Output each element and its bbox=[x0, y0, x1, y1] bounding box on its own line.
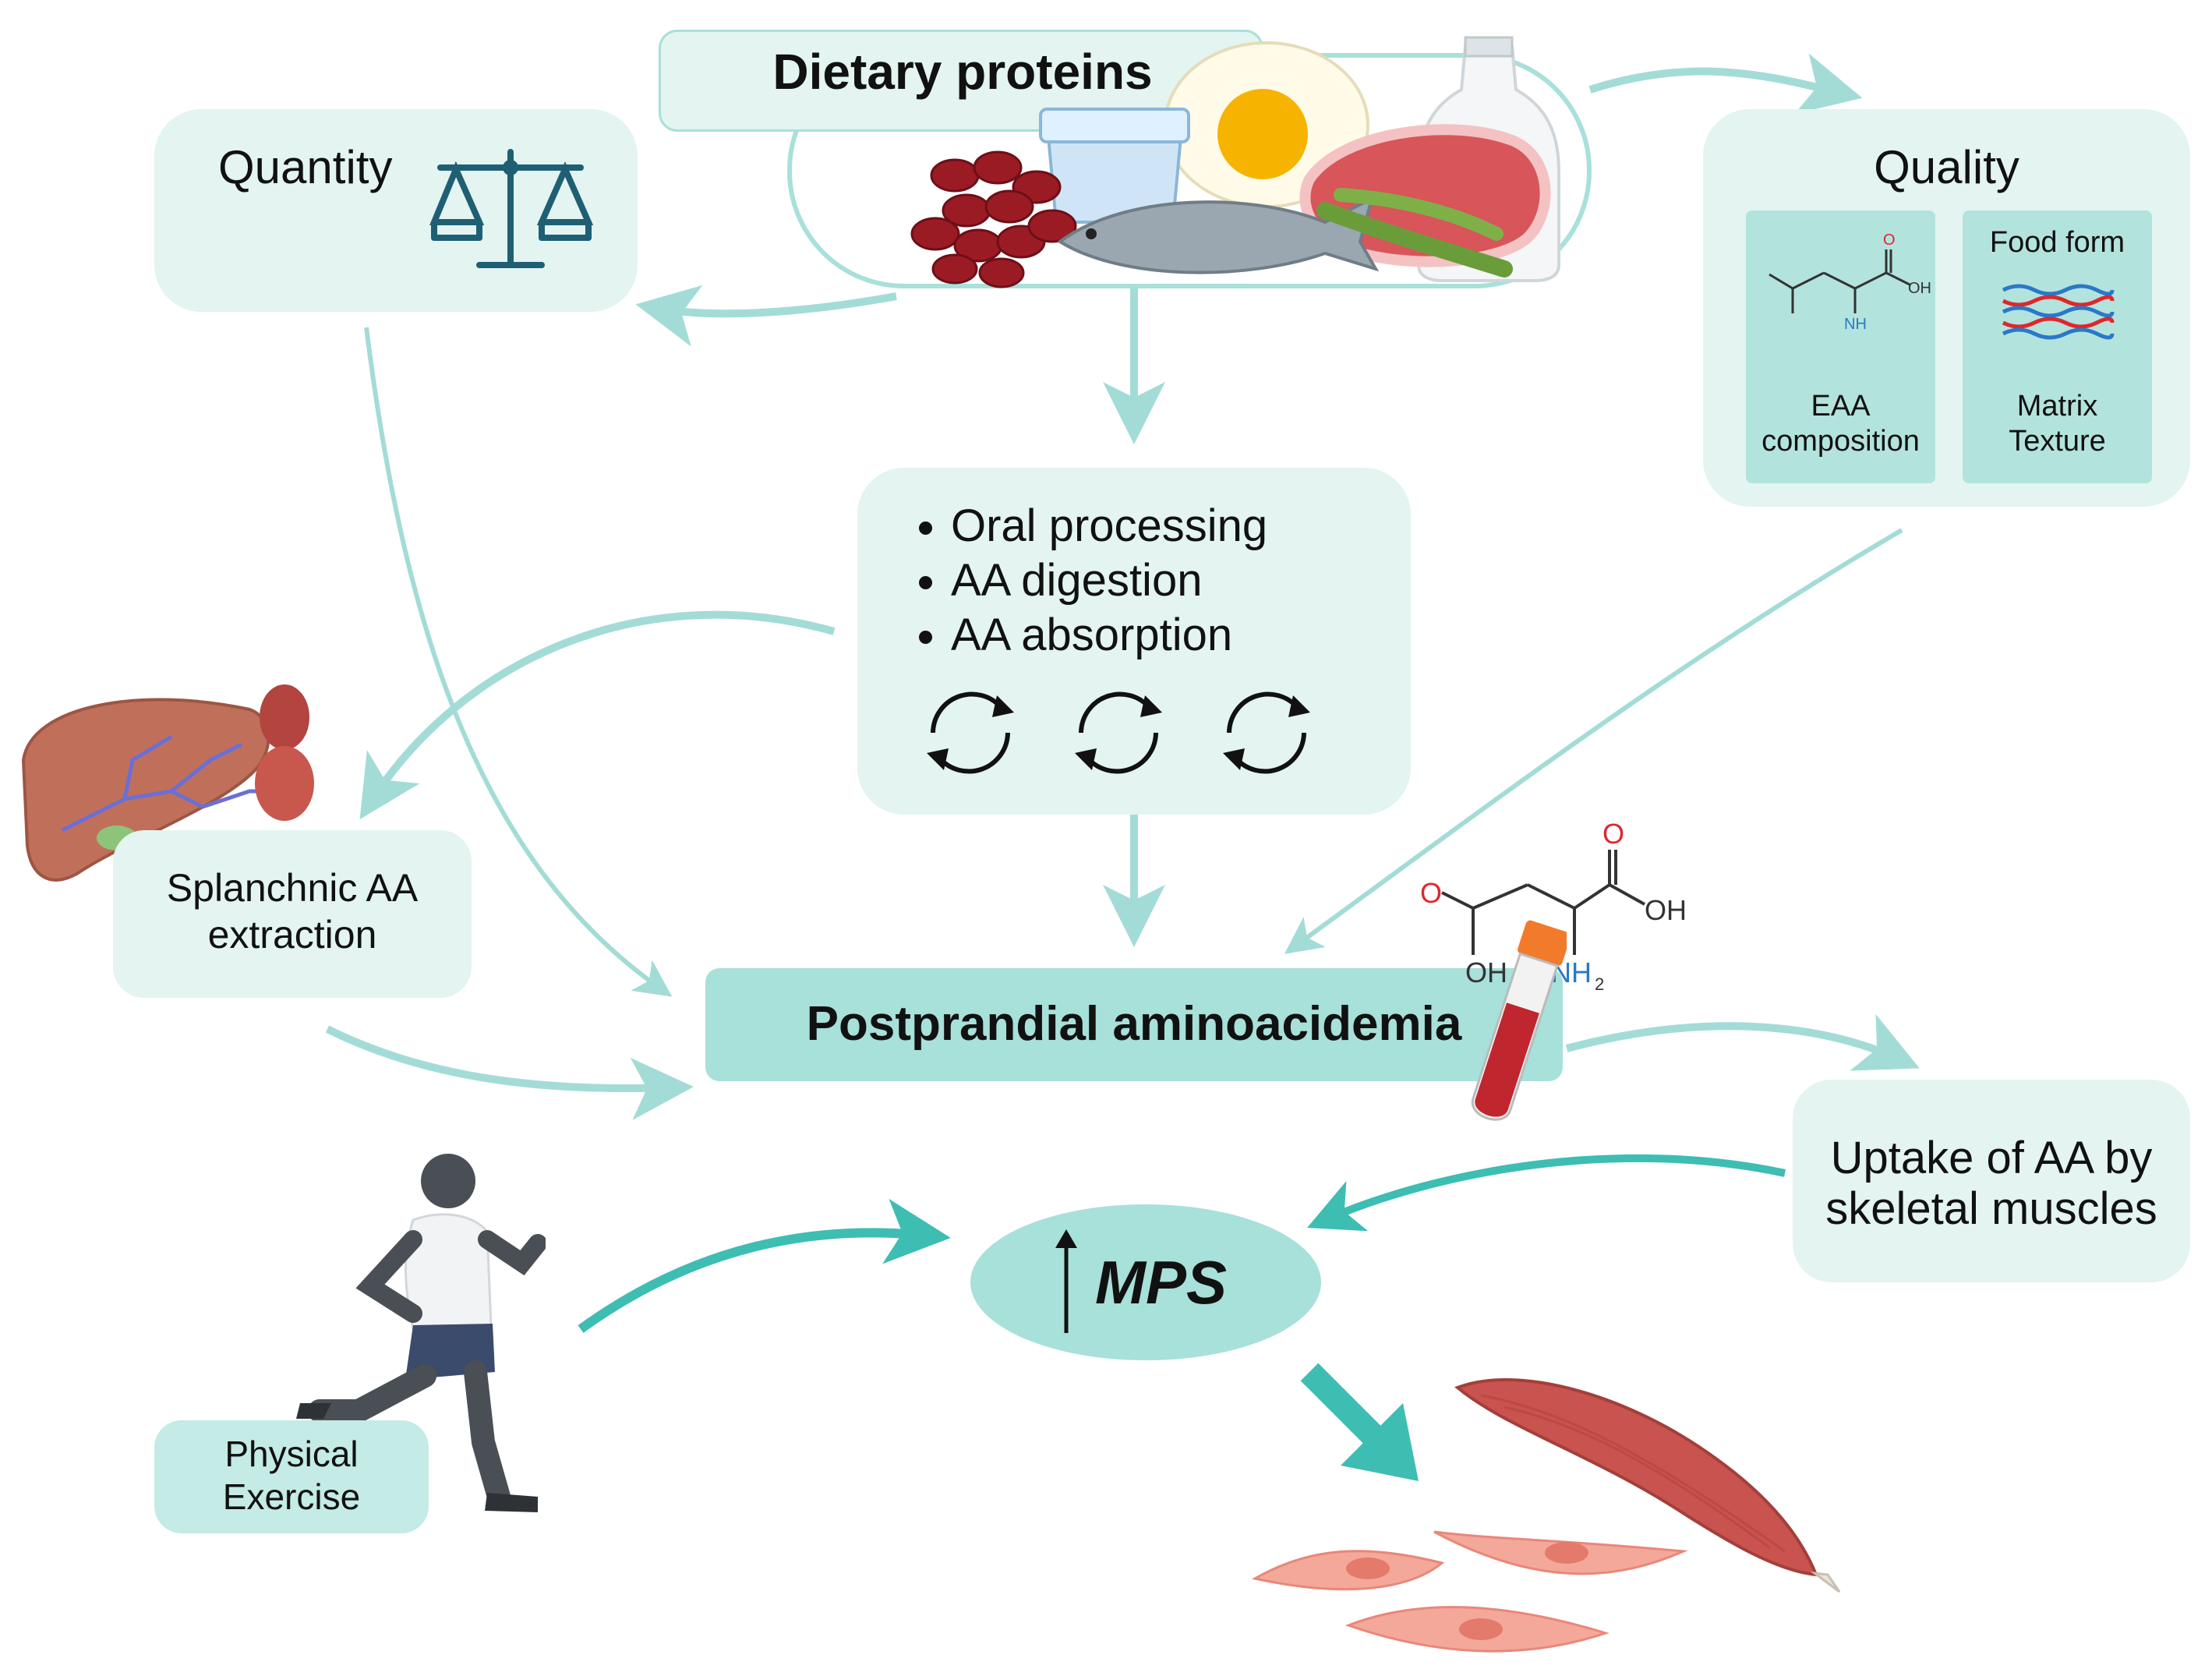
arrow-mps-to-muscle bbox=[1300, 1363, 1389, 1451]
arrow-proteins-to-quality bbox=[1588, 53, 1863, 115]
aspartate-molecule-icon: O O OH OH NH 2 bbox=[1420, 819, 1687, 994]
yogurt-lid bbox=[1039, 108, 1190, 143]
processing-step-absorption: AA absorption bbox=[951, 608, 1267, 663]
leucine-o-label: O bbox=[1883, 232, 1896, 249]
mps-label: MPS bbox=[1095, 1248, 1228, 1317]
egg-yolk bbox=[1217, 89, 1308, 179]
eaa-panel bbox=[1746, 210, 1935, 483]
exercise-box bbox=[154, 1420, 429, 1533]
arrow-postprandial-to-uptake bbox=[1565, 1013, 1920, 1071]
beans bbox=[910, 150, 1077, 288]
cycle-arrows-icon bbox=[927, 691, 1310, 774]
fish-eye bbox=[1086, 228, 1097, 239]
food-form-panel bbox=[1963, 210, 2152, 483]
matrix-label-line1: Matrix bbox=[2016, 390, 2098, 423]
uptake-box bbox=[1793, 1080, 2190, 1282]
milk-cap bbox=[1464, 36, 1514, 58]
eaa-label-line2: composition bbox=[1761, 425, 1920, 458]
quality-title: Quality bbox=[1874, 141, 2019, 193]
postprandial-label: Postprandial aminoacidemia bbox=[806, 997, 1462, 1051]
arrow-mps-to-muscle-head bbox=[1341, 1403, 1419, 1481]
splanchnic-line2: extraction bbox=[207, 913, 377, 956]
muscle-cells-icon bbox=[1251, 1530, 1688, 1653]
splanchnic-box bbox=[113, 830, 472, 998]
arrow-quantity-to-postprandial bbox=[364, 327, 673, 997]
processing-step-digestion: AA digestion bbox=[951, 553, 1267, 608]
aspartate-o-left: O bbox=[1420, 877, 1442, 909]
uptake-line2: skeletal muscles bbox=[1825, 1183, 2157, 1234]
leucine-nh2-label: NH bbox=[1844, 316, 1867, 333]
uptake-line1: Uptake of AA by bbox=[1830, 1133, 2153, 1183]
quantity-label: Quantity bbox=[218, 141, 393, 193]
balance-scale-icon bbox=[429, 149, 594, 268]
exercise-line2: Exercise bbox=[222, 1476, 361, 1517]
blood-tube-icon bbox=[1471, 920, 1567, 1121]
protein-matrix-icon bbox=[2002, 284, 2115, 340]
aspartate-oh-bottom: OH bbox=[1465, 956, 1507, 988]
arrow-uptake-to-mps bbox=[1307, 1154, 1786, 1232]
arrow-exercise-to-mps bbox=[578, 1198, 951, 1333]
splanchnic-line1: Splanchnic AA bbox=[166, 866, 419, 910]
mps-ellipse bbox=[970, 1204, 1321, 1360]
exercise-line1: Physical bbox=[224, 1434, 359, 1474]
up-arrow-icon bbox=[1055, 1229, 1077, 1333]
muscle-icon bbox=[1454, 1378, 1841, 1593]
arrow-splanchnic-to-postprandial bbox=[325, 1025, 694, 1120]
quantity-box bbox=[154, 109, 638, 312]
postprandial-box bbox=[705, 968, 1563, 1081]
processing-box bbox=[857, 468, 1411, 815]
food-form-label: Food form bbox=[1989, 226, 2125, 259]
processing-step-oral: Oral processing bbox=[951, 499, 1267, 553]
green-beans-2 bbox=[1334, 188, 1504, 241]
aspartate-oh-right: OH bbox=[1645, 894, 1687, 926]
arrow-proteins-to-quantity bbox=[635, 285, 897, 347]
matrix-label-line2: Texture bbox=[2009, 425, 2106, 458]
processing-steps-list: Oral processing AA digestion AA absorpti… bbox=[904, 499, 1267, 663]
runner-icon bbox=[296, 1154, 546, 1512]
leucine-molecule-icon: O OH NH bbox=[1769, 232, 1931, 333]
aspartate-nh2-sub: 2 bbox=[1595, 974, 1604, 994]
aspartate-o-top: O bbox=[1602, 819, 1624, 850]
eaa-label-line1: EAA bbox=[1811, 390, 1871, 423]
green-beans bbox=[1316, 202, 1513, 278]
leucine-oh-label: OH bbox=[1908, 280, 1931, 297]
arrow-quality-to-postprandial bbox=[1284, 528, 1903, 954]
arrow-processing-to-splanchnic bbox=[359, 610, 836, 820]
dietary-proteins-title: Dietary proteins bbox=[772, 44, 1153, 100]
